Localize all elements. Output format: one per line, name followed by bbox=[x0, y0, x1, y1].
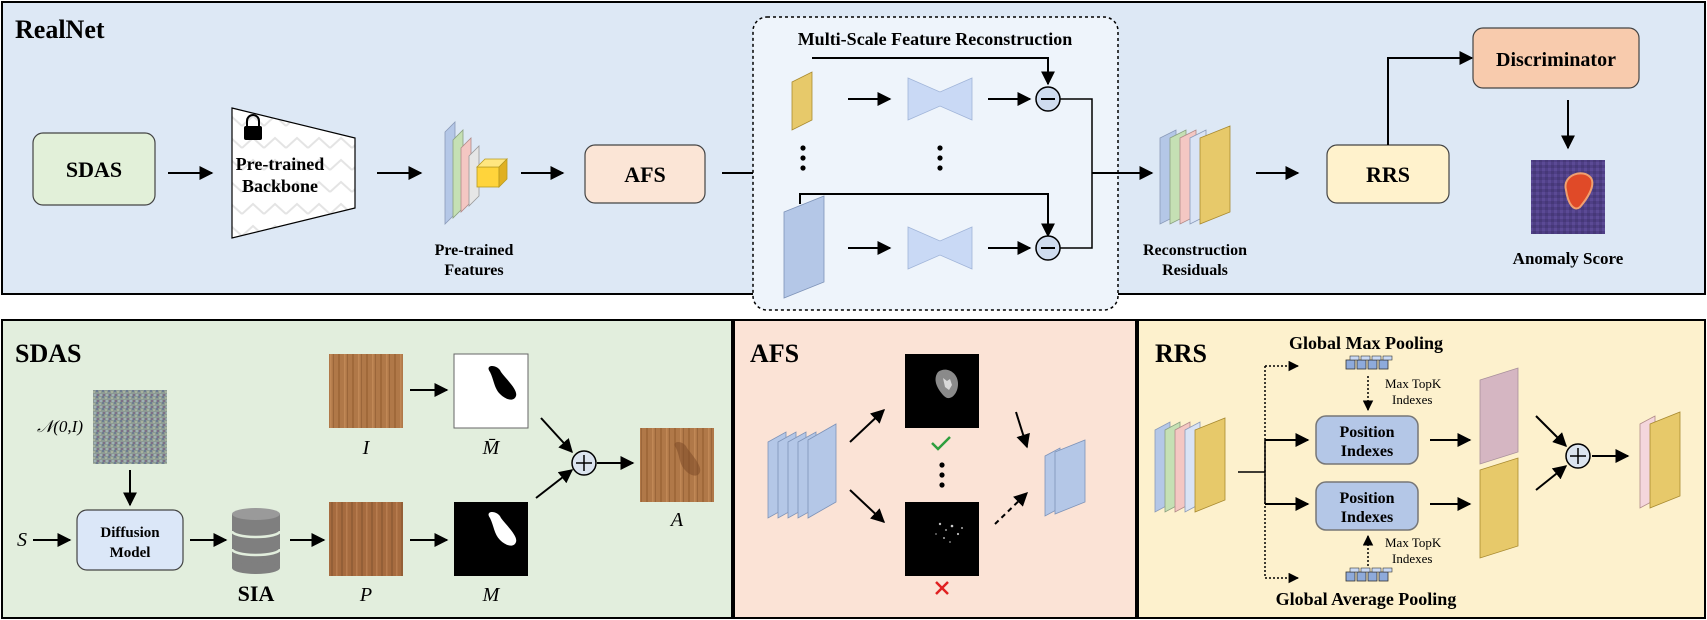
pos-top-line-2: Indexes bbox=[1341, 443, 1393, 460]
sdas-box bbox=[32, 132, 156, 206]
arrow-m-plus bbox=[535, 469, 574, 499]
features-label-2: Features bbox=[444, 262, 503, 279]
s-label: S bbox=[17, 529, 27, 551]
afs-top-map-texture bbox=[943, 378, 952, 390]
afs-bottom-map-specks bbox=[935, 522, 963, 543]
msfr-title: Multi-Scale Feature Reconstruction bbox=[798, 29, 1073, 49]
msfr-bottom-feature bbox=[783, 195, 825, 299]
rrs-panel-bg bbox=[1137, 319, 1706, 619]
diffusion-model-box bbox=[76, 509, 184, 571]
topk-top-line-2: Indexes bbox=[1392, 392, 1432, 407]
msfr-bottom-skip-arrow bbox=[799, 193, 1055, 238]
discriminator-label: Discriminator bbox=[1496, 49, 1616, 71]
afs-title: AFS bbox=[750, 339, 799, 368]
rrs-selected-feature-bottom bbox=[1479, 457, 1519, 559]
arrow-bottom-to-plus bbox=[1535, 465, 1568, 491]
mask-mbar-shape bbox=[488, 366, 517, 400]
position-indexes-top bbox=[1315, 415, 1419, 465]
database-icon bbox=[230, 508, 282, 574]
residuals-label-2: Residuals bbox=[1162, 262, 1228, 279]
msfr-bottom-minus-icon bbox=[1035, 235, 1061, 261]
msfr-bottom-autoencoder bbox=[907, 226, 973, 270]
discriminator-box bbox=[1472, 27, 1640, 89]
afs-box-label: AFS bbox=[624, 162, 666, 187]
msfr-ellipsis-center bbox=[937, 145, 943, 171]
backbone-label-1: Pre-trained bbox=[236, 154, 325, 174]
msfr-top-feature bbox=[791, 71, 813, 131]
image-p bbox=[329, 502, 403, 576]
noise-image bbox=[93, 390, 167, 464]
pretrained-features-stack bbox=[444, 121, 508, 225]
rrs-input-stack bbox=[1154, 417, 1226, 513]
lock-icon bbox=[244, 114, 262, 140]
rrs-output-stack bbox=[1639, 411, 1681, 509]
plus-icon-rrs bbox=[1565, 443, 1591, 469]
p-label: P bbox=[359, 584, 372, 606]
pos-bottom-line-1: Position bbox=[1339, 490, 1394, 507]
m-label: M bbox=[482, 584, 501, 606]
rrs-selected-feature-top bbox=[1479, 367, 1519, 465]
rrs-panel: RRS Global Max Pooling Global Average Po… bbox=[1137, 319, 1706, 619]
residuals-stack bbox=[1159, 125, 1231, 225]
pos-bottom-line-2: Indexes bbox=[1341, 509, 1393, 526]
pos-top-line-1: Position bbox=[1339, 424, 1394, 441]
arrow-bottom-output bbox=[994, 492, 1029, 525]
arrow-afs-bottom bbox=[849, 489, 886, 523]
sia-label: SIA bbox=[238, 581, 275, 606]
arrow-rrs-discriminator bbox=[1387, 51, 1474, 145]
cross-icon bbox=[935, 581, 949, 595]
msfr-top-minus-icon bbox=[1035, 86, 1061, 112]
gap-label: Global Average Pooling bbox=[1276, 589, 1457, 609]
afs-output-stack bbox=[1044, 439, 1086, 517]
topk-bottom-line-1: Max TopK bbox=[1385, 535, 1442, 550]
topk-top-line-1: Max TopK bbox=[1385, 376, 1442, 391]
residuals-label-1: Reconstruction bbox=[1143, 242, 1247, 259]
msfr-ellipsis-left bbox=[800, 145, 806, 171]
diffusion-label-1: Diffusion bbox=[100, 525, 160, 541]
sdas-panel: SDAS 𝒩(0,I) S Diffusion Model SIA I M̄ P bbox=[1, 319, 733, 619]
image-a-defect bbox=[674, 442, 701, 476]
plus-icon-sdas bbox=[571, 450, 597, 476]
mask-m-shape bbox=[488, 512, 517, 546]
a-label: A bbox=[669, 509, 684, 531]
mbar-label: M̄ bbox=[482, 437, 501, 459]
anomaly-blob bbox=[1564, 172, 1594, 210]
afs-panel: AFS bbox=[733, 319, 1137, 619]
afs-bottom-map bbox=[905, 502, 979, 576]
msfr-top-skip-arrow bbox=[812, 57, 1055, 86]
arrow-mbar-plus bbox=[540, 417, 573, 454]
sdas-box-label: SDAS bbox=[66, 157, 122, 182]
image-a bbox=[640, 428, 714, 502]
i-label: I bbox=[362, 437, 371, 459]
sdas-title: SDAS bbox=[15, 339, 81, 368]
afs-box bbox=[584, 144, 706, 204]
msfr-box bbox=[752, 16, 1119, 311]
mask-mbar bbox=[453, 353, 529, 429]
realnet-panel: RealNet SDAS Pre-trained Backbone Pre-tr… bbox=[1, 1, 1706, 311]
features-label-1: Pre-trained bbox=[435, 242, 514, 259]
afs-ellipsis bbox=[939, 462, 945, 488]
msfr-top-autoencoder bbox=[907, 77, 973, 121]
diffusion-label-2: Model bbox=[110, 545, 151, 561]
image-i bbox=[329, 354, 403, 428]
gmp-label: Global Max Pooling bbox=[1289, 333, 1443, 353]
backbone-label-2: Backbone bbox=[242, 176, 318, 196]
check-icon bbox=[931, 436, 951, 451]
position-indexes-bottom bbox=[1315, 481, 1419, 531]
rrs-box-label: RRS bbox=[1366, 162, 1410, 187]
arrow-afs-top bbox=[849, 409, 886, 443]
gmp-cubes bbox=[1345, 355, 1393, 370]
afs-input-stack bbox=[767, 423, 837, 519]
rrs-title: RRS bbox=[1155, 339, 1207, 368]
noise-label: 𝒩(0,I) bbox=[37, 417, 83, 436]
arrow-top-output bbox=[1015, 411, 1030, 449]
topk-bottom-line-2: Indexes bbox=[1392, 551, 1432, 566]
backbone-pattern bbox=[231, 107, 356, 239]
arrow-top-to-plus bbox=[1535, 415, 1567, 447]
gap-cubes bbox=[1345, 567, 1393, 582]
realnet-title: RealNet bbox=[15, 15, 105, 44]
anomaly-label: Anomaly Score bbox=[1513, 249, 1624, 268]
